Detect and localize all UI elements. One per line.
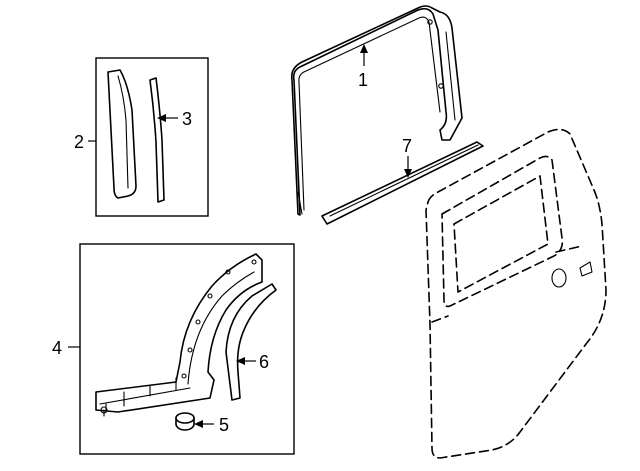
leader-5: [194, 420, 214, 428]
part-3-pillar-trim: [149, 77, 165, 203]
callout-3: 3: [182, 109, 192, 129]
rear-door-outline: [425, 128, 607, 459]
callout-1: 1: [358, 70, 368, 90]
part-4-wheel-opening-molding: [95, 253, 263, 417]
part-2-pillar-applique: [107, 69, 137, 199]
inset-box-pillar-parts: [95, 57, 209, 217]
callout-6: 6: [259, 352, 269, 372]
leader-3: [157, 114, 178, 122]
part-6-flare-molding: [225, 283, 277, 401]
leader-7: [404, 156, 412, 178]
inset-box-wheel-opening-parts: [79, 243, 295, 455]
part-1-window-frame-seal: [290, 5, 463, 216]
callout-4: 4: [52, 338, 62, 358]
callout-5: 5: [219, 415, 229, 435]
part-7-belt-weatherstrip: [321, 141, 484, 225]
callout-7: 7: [402, 136, 412, 156]
leader-1: [360, 44, 368, 66]
callout-2: 2: [74, 132, 84, 152]
part-5-plug-clip: [175, 412, 195, 431]
leader-6: [236, 357, 256, 365]
